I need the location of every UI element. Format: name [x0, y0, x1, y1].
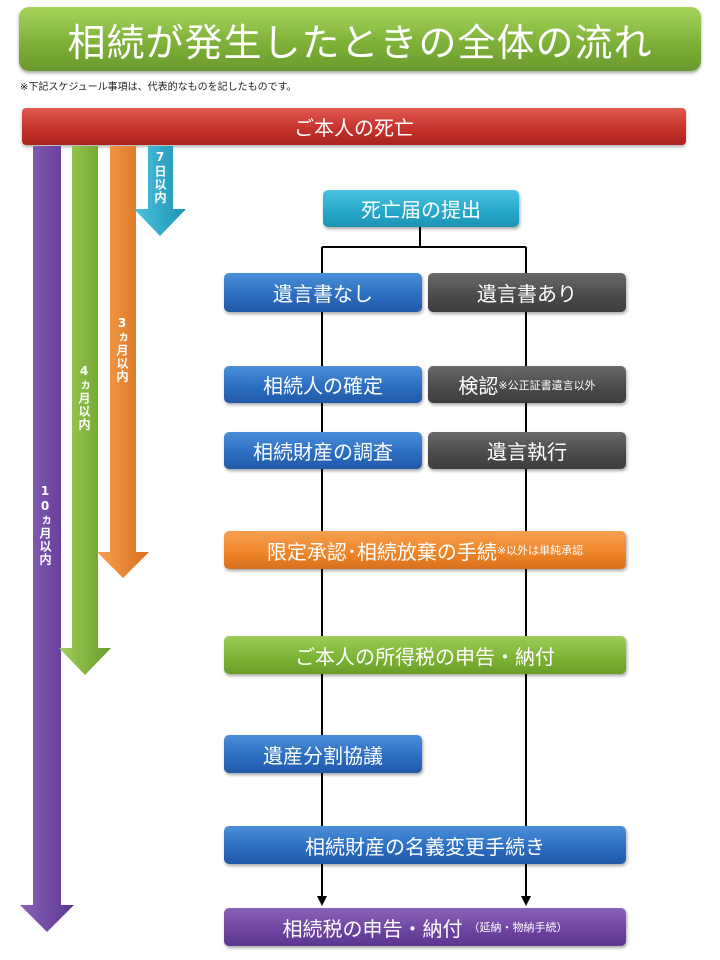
step-renounce-label: 限定承認･相続放棄の手続 [266, 539, 497, 564]
step-execution: 遺言執行 [428, 432, 626, 469]
step-division: 遺産分割協議 [224, 735, 422, 773]
label-3-months: 3ヵ月以内 [115, 316, 129, 383]
step-death-notice: 死亡届の提出 [323, 190, 519, 227]
death-bar: ご本人の死亡 [22, 108, 686, 145]
label-4-months: 4ヵ月以内 [77, 364, 91, 431]
step-probate-label: 検認 [458, 374, 499, 398]
step-inheritance-tax-label: 相続税の申告・納付 [282, 916, 463, 941]
step-no-will: 遺言書なし [224, 273, 422, 312]
step-inheritance-tax: 相続税の申告・納付 （延納・物納手続） [224, 908, 626, 946]
label-7-days: 7日以内 [153, 150, 167, 204]
step-renounce-note: ※以外は単純承認 [496, 544, 584, 557]
step-probate-note: ※公正証書遺言以外 [498, 378, 596, 392]
step-transfer: 相続財産の名義変更手続き [224, 826, 626, 864]
arrow-7-days [134, 146, 186, 236]
arrow-10-months [20, 146, 74, 932]
connector-arrowheads [317, 896, 531, 906]
step-heirs: 相続人の確定 [224, 366, 422, 403]
step-has-will: 遺言書あり [428, 273, 626, 312]
label-10-months: 10ヵ月以内 [38, 484, 52, 566]
schedule-note: ※下記スケジュール事項は、代表的なものを記したものです。 [20, 82, 297, 93]
step-renounce: 限定承認･相続放棄の手続※以外は単純承認 [224, 531, 626, 569]
step-income-tax: ご本人の所得税の申告・納付 [224, 636, 626, 674]
arrow-4-months [59, 146, 111, 675]
step-probate: 検認※公正証書遺言以外 [428, 366, 626, 403]
page-title: 相続が発生したときの全体の流れ [19, 7, 701, 71]
step-inheritance-tax-note: （延納・物納手続） [468, 921, 568, 934]
step-survey: 相続財産の調査 [224, 432, 422, 469]
connector-lines [321, 226, 527, 898]
arrow-3-months [97, 146, 149, 578]
